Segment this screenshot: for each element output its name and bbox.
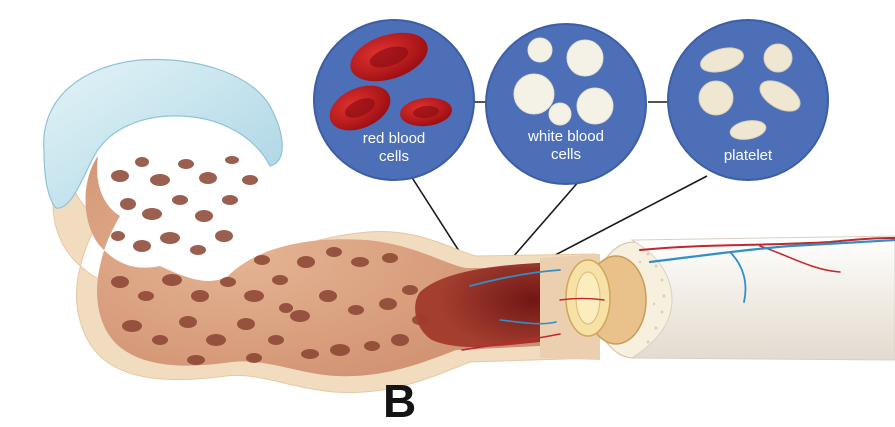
white-blood-cell-icon: [513, 37, 614, 126]
red-blood-cell-icon: [329, 32, 452, 131]
platelet-icon: [698, 43, 801, 140]
label-line: white blood: [527, 128, 604, 145]
platelet-callout: platelet: [667, 19, 829, 181]
artery-vessel: [639, 237, 895, 251]
bone: [43, 58, 895, 394]
label-line: platelet: [724, 147, 773, 164]
red-marrow: [415, 262, 572, 348]
spongy-pores: [111, 156, 428, 365]
bone-shaft: [630, 235, 895, 361]
vein-branch: [729, 251, 747, 303]
label-platelet: platelet: [724, 147, 773, 164]
label-line: cells: [379, 148, 409, 165]
artery-in-marrow: [461, 333, 561, 351]
vein-in-marrow-2: [499, 319, 557, 325]
vein-vessel: [648, 238, 895, 264]
label-line: cells: [551, 146, 581, 163]
bone-cross-section: [565, 241, 675, 359]
blood-vessels: [461, 237, 895, 351]
title-fragment: B: [383, 375, 417, 427]
artery-branch: [759, 245, 841, 273]
articular-cartilage: [43, 58, 283, 209]
vein-in-marrow: [469, 269, 561, 287]
label-line: red blood: [363, 130, 426, 147]
artery-in-marrow-2: [559, 297, 605, 301]
periosteum-dots: [638, 252, 666, 344]
